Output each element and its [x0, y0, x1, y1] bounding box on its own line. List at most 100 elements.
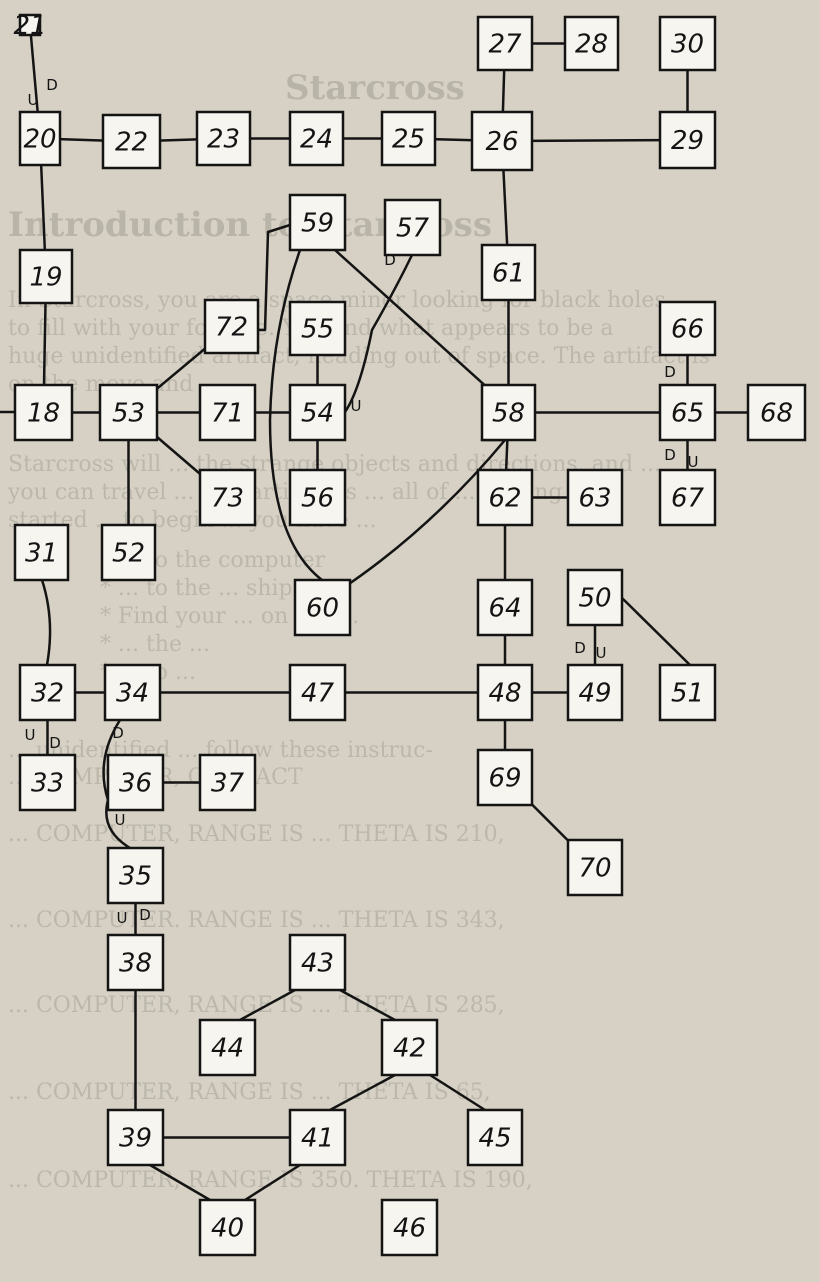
- room-label: 48: [488, 679, 521, 709]
- room-65: 65: [658, 383, 717, 442]
- room-label: 19: [29, 263, 62, 293]
- room-41: 41: [288, 1108, 347, 1167]
- room-label: 41: [301, 1124, 334, 1154]
- room-label: 49: [578, 679, 611, 709]
- c-43-44: [238, 988, 297, 1022]
- room-62: 62: [476, 468, 534, 527]
- room-box: [480, 383, 537, 442]
- room-46: 46: [380, 1198, 439, 1257]
- room-box: [293, 578, 352, 637]
- room-22: 22: [101, 113, 162, 170]
- room-61: 61: [480, 243, 537, 302]
- direction-label-d: D: [46, 76, 58, 94]
- c-59-58: [333, 248, 492, 392]
- room-35: 35: [106, 846, 165, 905]
- room-20: 20: [18, 110, 62, 167]
- room-label: 60: [306, 594, 339, 624]
- room-box: [380, 1198, 439, 1257]
- room-label: 21: [13, 11, 46, 41]
- c-50-51: [620, 596, 692, 667]
- room-label: 24: [300, 125, 333, 155]
- room-box: [100, 523, 157, 582]
- background-text-line: Starcross: [285, 68, 465, 108]
- background-text-line: ... COMPUTER, RANGE IS 350. THETA IS 190…: [8, 1168, 533, 1193]
- c-41-40: [243, 1163, 302, 1202]
- room-68: 68: [746, 383, 807, 442]
- room-label: 42: [393, 1034, 426, 1064]
- direction-label-u: U: [596, 644, 607, 662]
- room-58: 58: [480, 383, 537, 442]
- direction-label-d: D: [664, 363, 676, 381]
- direction-label-u: U: [117, 909, 128, 927]
- room-box: [476, 748, 534, 807]
- room-73: 73: [198, 468, 257, 527]
- room-37: 37: [198, 753, 257, 812]
- room-48: 48: [476, 663, 534, 722]
- room-box: [476, 15, 534, 72]
- room-label: 29: [671, 126, 704, 156]
- room-71: 71: [198, 383, 257, 442]
- direction-label-d: D: [574, 639, 586, 657]
- room-label: 63: [578, 484, 611, 514]
- room-box: [746, 383, 807, 442]
- room-label: 32: [31, 679, 64, 709]
- room-23: 23: [195, 110, 252, 167]
- room-box: [658, 300, 717, 357]
- direction-label-u: U: [351, 397, 362, 415]
- room-box: [288, 110, 345, 167]
- room-box: [288, 933, 347, 992]
- room-31: 31: [13, 523, 70, 582]
- room-32: 32: [18, 663, 77, 722]
- room-label: 52: [112, 539, 145, 569]
- background-text-line: * ... the ...: [100, 632, 210, 657]
- room-51: 51: [658, 663, 717, 722]
- room-box: [566, 468, 624, 527]
- background-text-line: huge unidentified artifact, heading out …: [8, 344, 710, 369]
- room-label: 23: [207, 125, 240, 155]
- room-box: [380, 1018, 439, 1077]
- room-label: 46: [393, 1214, 426, 1244]
- room-box: [18, 753, 77, 812]
- room-70: 70: [566, 838, 624, 897]
- room-label: 36: [119, 769, 152, 799]
- room-47: 47: [288, 663, 347, 722]
- room-box: [288, 300, 347, 357]
- room-box: [288, 468, 347, 527]
- room-box: [480, 243, 537, 302]
- room-43: 43: [288, 933, 347, 992]
- direction-label-u: U: [28, 91, 39, 109]
- room-box: [383, 198, 442, 257]
- direction-label-u: U: [115, 811, 126, 829]
- room-box: [13, 523, 70, 582]
- c-72-59: [256, 223, 292, 332]
- room-label: 62: [488, 484, 521, 514]
- c-39-40: [148, 1163, 212, 1202]
- room-box: [658, 468, 717, 527]
- room-label: 56: [301, 484, 334, 514]
- room-box: [476, 468, 534, 527]
- room-box: [288, 1108, 347, 1167]
- room-label: 64: [488, 594, 521, 624]
- room-box: [658, 663, 717, 722]
- room-19: 19: [18, 248, 74, 305]
- room-63: 63: [566, 468, 624, 527]
- room-54: 54: [288, 383, 347, 442]
- room-label: 22: [115, 128, 148, 158]
- room-label: 65: [671, 399, 704, 429]
- room-53: 53: [98, 383, 159, 442]
- background-text-line: ... COMPUTER, RANGE IS ... THETA IS 285,: [8, 993, 505, 1018]
- room-26: 26: [470, 110, 534, 172]
- c-43-42: [338, 988, 397, 1022]
- room-57: 57: [383, 198, 442, 257]
- room-label: 47: [301, 679, 335, 709]
- room-label: 26: [485, 127, 518, 157]
- room-label: 20: [23, 125, 56, 155]
- room-box: [13, 383, 74, 442]
- room-25: 25: [380, 110, 437, 167]
- room-box: [203, 298, 260, 355]
- room-box: [476, 663, 534, 722]
- room-66: 66: [658, 300, 717, 357]
- room-label: 69: [488, 764, 521, 794]
- c-59-60: [268, 248, 324, 582]
- room-label: 71: [211, 399, 244, 429]
